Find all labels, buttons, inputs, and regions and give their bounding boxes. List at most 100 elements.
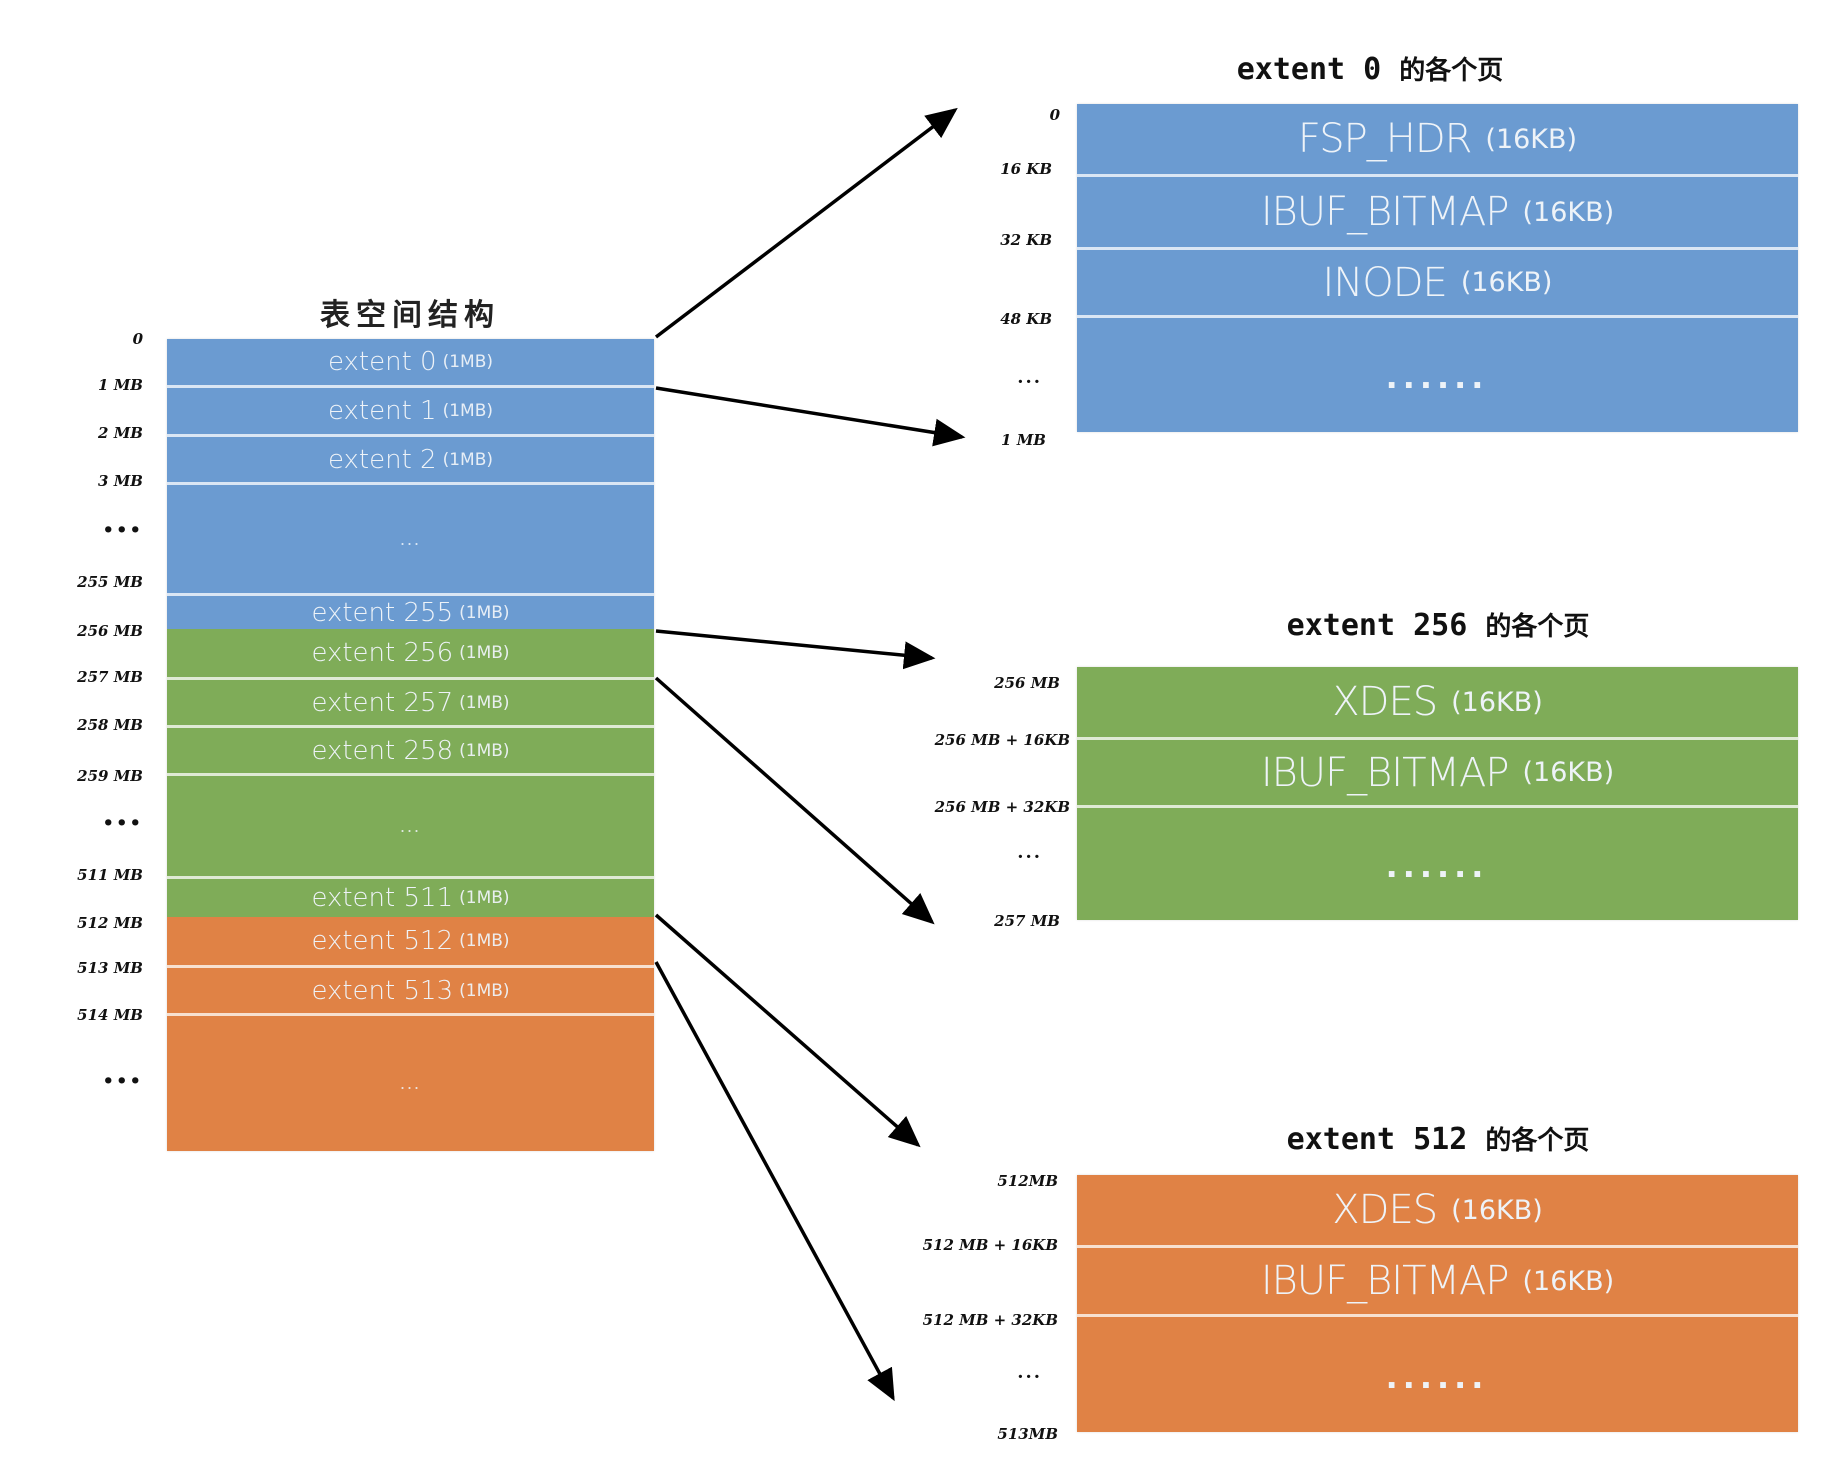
page-name: IBUF_BITMAP (1260, 749, 1510, 796)
arrow-extent256-end (654, 676, 935, 925)
extent-size: (1MB) (442, 352, 494, 372)
extent-ellipsis-cell: ... (167, 773, 654, 876)
extent-cell: extent 258(1MB) (167, 725, 654, 773)
offset-label: 255 MB (77, 573, 143, 591)
page-cell: INODE (16KB) (1077, 247, 1798, 315)
offset-label: 3 MB (98, 472, 143, 490)
extent-cell: extent 256(1MB) (167, 629, 654, 677)
extent-name: extent 257 (311, 687, 454, 718)
page-cell: IBUF_BITMAP (16KB) (1077, 737, 1798, 805)
arrow-extent512-end (654, 961, 895, 1402)
extent256-pages-stack: XDES (16KB) IBUF_BITMAP (16KB) ...... (1077, 667, 1798, 920)
arrow-extent512-start (654, 913, 921, 1148)
extent-name: extent 0 (327, 347, 437, 377)
extent-name: extent 256 (311, 638, 454, 668)
extent-name: extent 1 (327, 396, 437, 426)
panel-title-suffix: 的各个页 (1399, 56, 1504, 86)
offset-label: 2 MB (98, 424, 143, 442)
offset-ellipsis: ••• (102, 519, 143, 541)
extent-name: extent 512 (311, 926, 454, 956)
extent-cell: extent 257(1MB) (167, 677, 654, 725)
ellipsis: ... (399, 528, 421, 549)
offset-label: 511 MB (77, 866, 143, 884)
offset-label: 258 MB (77, 716, 143, 734)
extent-name: extent 255 (311, 597, 454, 628)
ellipsis: ... (399, 815, 421, 836)
extent-name: extent 513 (311, 975, 454, 1006)
page-name: XDES (1332, 679, 1438, 725)
page-ellipsis-cell: ...... (1077, 805, 1798, 920)
extent512-pages-stack: XDES(16KB) IBUF_BITMAP(16KB) ...... (1077, 1175, 1798, 1432)
offset-label: 1 MB (98, 376, 143, 394)
offset-label: 259 MB (77, 767, 143, 785)
extent-size: (1MB) (459, 692, 510, 713)
page-name: INODE (1322, 259, 1448, 306)
page-size: (16KB) (1451, 1194, 1543, 1226)
extent0-pages-title: extent 0 的各个页 (1237, 50, 1504, 87)
offset-label: 512 MB (77, 914, 143, 932)
arrow-extent256-start (655, 629, 936, 670)
page-offset-label: 256 MB + 16KB (934, 731, 1070, 749)
extent-cell: extent 512(1MB) (167, 917, 654, 965)
tablespace-stack: extent 0(1MB) extent 1(1MB) extent 2(1MB… (167, 339, 654, 1151)
page-offset-label: 512 MB + 16KB (922, 1236, 1058, 1254)
extent-ellipsis-cell: ... (167, 482, 654, 593)
offset-label: 256 MB (77, 622, 143, 640)
page-name: FSP_HDR (1297, 116, 1472, 162)
page-offset-ellipsis: ··· (1017, 846, 1042, 868)
page-offset-label: 512 MB + 32KB (922, 1311, 1058, 1329)
panel-title-extent: extent 512 (1286, 1122, 1468, 1157)
extent-size: (1MB) (442, 401, 494, 421)
panel-title-extent: extent 256 (1286, 608, 1468, 643)
extent-cell: extent 1(1MB) (167, 385, 654, 434)
page-offset-ellipsis: ··· (1017, 1366, 1042, 1388)
offset-label: 513 MB (77, 959, 143, 977)
offset-label: 514 MB (77, 1006, 143, 1024)
page-cell: IBUF_BITMAP (16KB) (1077, 1245, 1798, 1314)
offset-ellipsis: ••• (102, 1070, 143, 1092)
page-cell: FSP_HDR (16KB) (1077, 104, 1798, 174)
page-name: IBUF_BITMAP (1260, 1258, 1510, 1304)
extent-cell: extent 2(1MB) (167, 434, 654, 482)
page-name: IBUF_BITMAP (1260, 189, 1510, 235)
page-offset-label: 1 MB (1001, 431, 1046, 449)
extent-cell: extent 511(1MB) (167, 876, 654, 917)
page-offset-label: 16 KB (1000, 160, 1052, 178)
extent256-pages-title: extent 256 的各个页 (1287, 606, 1590, 643)
extent512-pages-title: extent 512 的各个页 (1287, 1120, 1590, 1157)
extent-cell: extent 513(1MB) (167, 965, 654, 1013)
page-offset-label: 512MB (997, 1172, 1058, 1190)
ellipsis: ...... (1386, 353, 1489, 397)
page-cell: XDES (16KB) (1077, 667, 1798, 737)
extent-size: (1MB) (459, 888, 510, 908)
page-size: (16KB) (1451, 686, 1543, 718)
arrow-extent0-end (655, 386, 966, 447)
page-size: (16KB) (1485, 123, 1578, 155)
page-offset-label: 257 MB (994, 912, 1060, 930)
page-ellipsis-cell: ...... (1077, 1314, 1798, 1432)
ellipsis: ...... (1386, 1352, 1489, 1397)
extent-name: extent 511 (311, 883, 454, 913)
panel-title-suffix: 的各个页 (1485, 1126, 1590, 1156)
page-size: (16KB) (1522, 757, 1615, 788)
panel-title-extent: extent 0 (1236, 52, 1382, 87)
offset-ellipsis: ••• (102, 812, 143, 834)
extent-size: (1MB) (459, 602, 510, 623)
tablespace-structure-title: 表空间结构 (320, 298, 500, 333)
page-offset-label: 32 KB (1000, 231, 1052, 249)
page-offset-ellipsis: ··· (1017, 371, 1042, 393)
page-offset-label: 48 KB (1000, 310, 1052, 328)
page-size: (16KB) (1522, 196, 1615, 228)
extent-size: (1MB) (442, 449, 494, 470)
page-size: (16KB) (1460, 267, 1553, 298)
extent-size: (1MB) (459, 740, 510, 761)
offset-label: 257 MB (77, 668, 143, 686)
extent-ellipsis-cell: ... (167, 1013, 654, 1151)
extent-size: (1MB) (459, 931, 510, 951)
offset-label: 0 (132, 330, 143, 348)
extent-size: (1MB) (459, 980, 510, 1001)
page-offset-label: 256 MB + 32KB (934, 798, 1070, 816)
extent-name: extent 2 (327, 444, 437, 475)
page-size: (16KB) (1522, 1265, 1615, 1297)
